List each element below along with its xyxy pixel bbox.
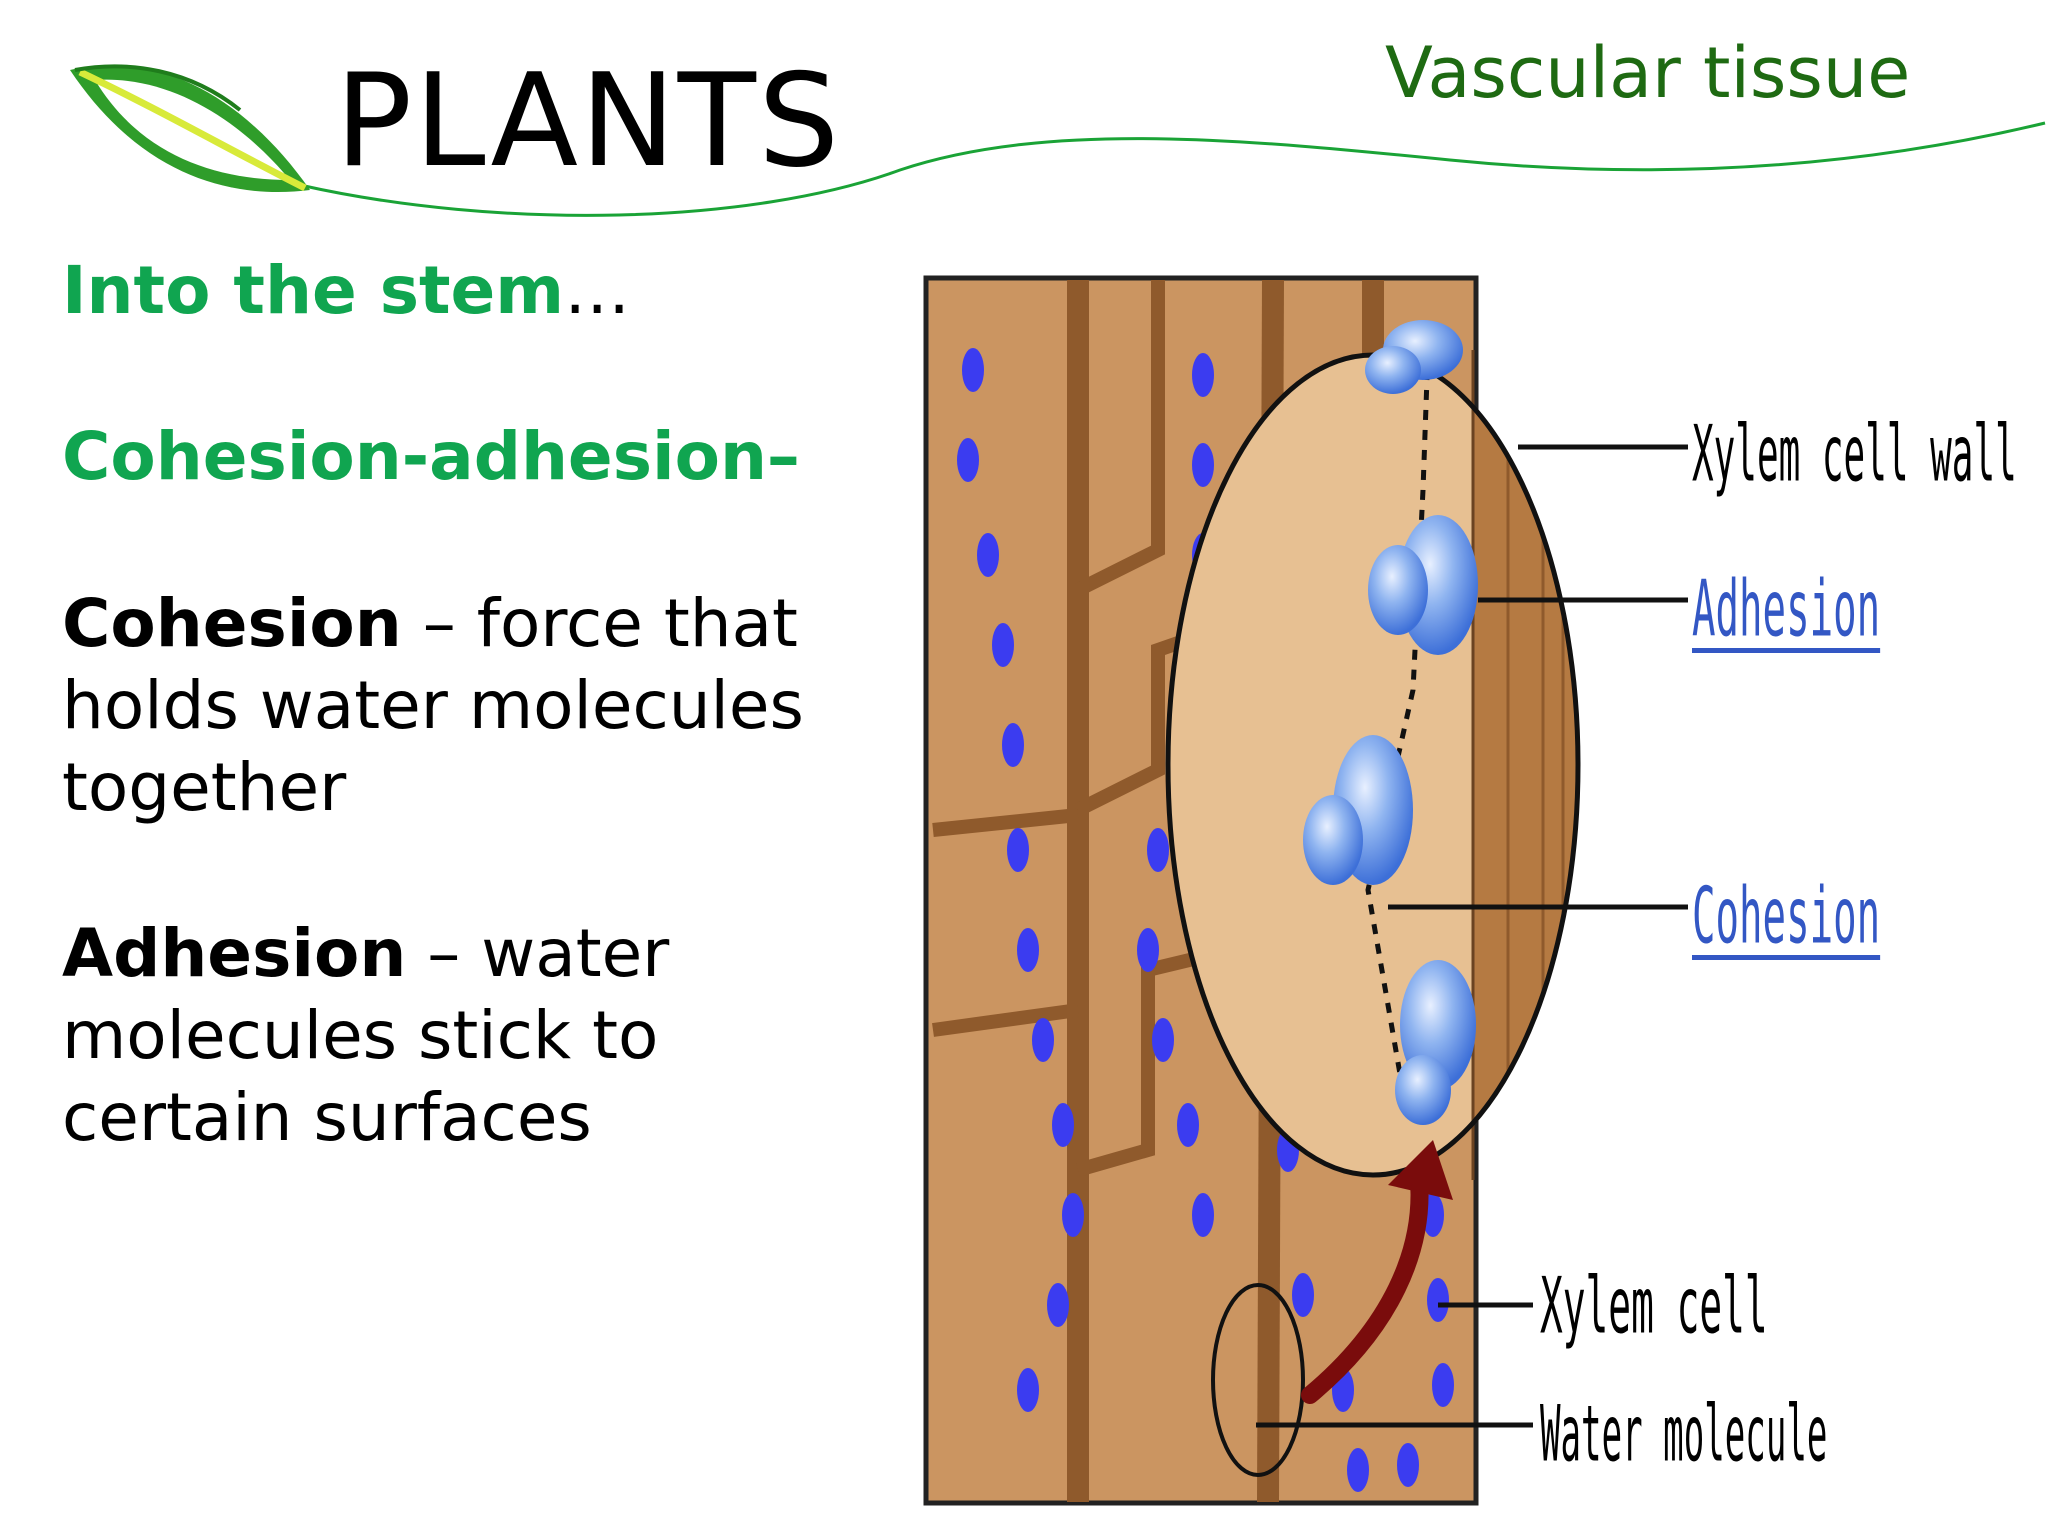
magnified-molecule (1303, 735, 1413, 885)
label-xylem-cell-wall: Xylem cell wall (1692, 408, 2017, 500)
water-molecule (1007, 828, 1029, 872)
subheading-into-stem: Into the stem… (62, 258, 630, 324)
water-molecule (962, 348, 984, 392)
water-molecule (1017, 928, 1039, 972)
water-molecule (1032, 1018, 1054, 1062)
water-molecule (1137, 928, 1159, 972)
water-molecule (1147, 828, 1169, 872)
cohesion-line-2: holds water molecules (62, 667, 804, 744)
label-water-molecule: Water molecule (1540, 1388, 1828, 1480)
water-molecule (977, 533, 999, 577)
water-molecule (1192, 353, 1214, 397)
water-molecule (992, 623, 1014, 667)
water-molecule (1017, 1368, 1039, 1412)
cohesion-term: Cohesion (62, 585, 402, 662)
subheading-ellipsis: … (564, 252, 631, 329)
cohesion-line-1: – force that (401, 585, 798, 662)
label-xylem-cell: Xylem cell (1540, 1260, 1768, 1352)
leaf-logo-icon (70, 64, 310, 193)
label-cohesion: Cohesion (1692, 870, 1881, 962)
upward-arrow-icon (1301, 1140, 1453, 1404)
water-molecule (1292, 1273, 1314, 1317)
page-title: PLANTS (335, 47, 842, 196)
magnified-molecule (1395, 960, 1476, 1125)
leader-lines (1256, 444, 1688, 1428)
magnified-molecule (1368, 515, 1478, 655)
water-molecule (1052, 1103, 1074, 1147)
subheading-into-stem-text: Into the stem (62, 252, 565, 329)
water-molecule (1177, 1103, 1199, 1147)
water-molecule (1347, 1448, 1369, 1492)
water-molecule (1192, 443, 1214, 487)
water-molecule (1427, 1278, 1449, 1322)
adhesion-definition: Adhesion – water molecules stick to cert… (62, 913, 862, 1159)
subheading-cohesion-adhesion: Cohesion-adhesion– (62, 418, 800, 495)
header-swoosh (70, 64, 2046, 217)
adhesion-line-3: certain surfaces (62, 1079, 592, 1156)
adhesion-line-2: molecules stick to (62, 997, 659, 1074)
water-molecule (957, 438, 979, 482)
water-molecule (1192, 1193, 1214, 1237)
water-molecule (1047, 1283, 1069, 1327)
adhesion-line-1: – water (406, 915, 670, 992)
cohesion-definition: Cohesion – force that holds water molecu… (62, 583, 862, 829)
water-molecule (1432, 1363, 1454, 1407)
section-title: Vascular tissue (1385, 32, 1911, 114)
swoosh-line (299, 121, 2046, 217)
adhesion-term: Adhesion (62, 915, 407, 992)
water-molecule (1397, 1443, 1419, 1487)
water-molecule (1152, 1018, 1174, 1062)
xylem-diagram (923, 275, 1688, 1506)
label-adhesion: Adhesion (1692, 563, 1881, 655)
water-molecule (1062, 1193, 1084, 1237)
hydrogen-bond-line (1365, 349, 1431, 1121)
highlight-circle (1211, 1283, 1305, 1477)
magnified-molecule (1365, 320, 1463, 394)
magnified-water-molecules (1303, 320, 1478, 1125)
water-molecule (1002, 723, 1024, 767)
cohesion-line-3: together (62, 749, 347, 826)
